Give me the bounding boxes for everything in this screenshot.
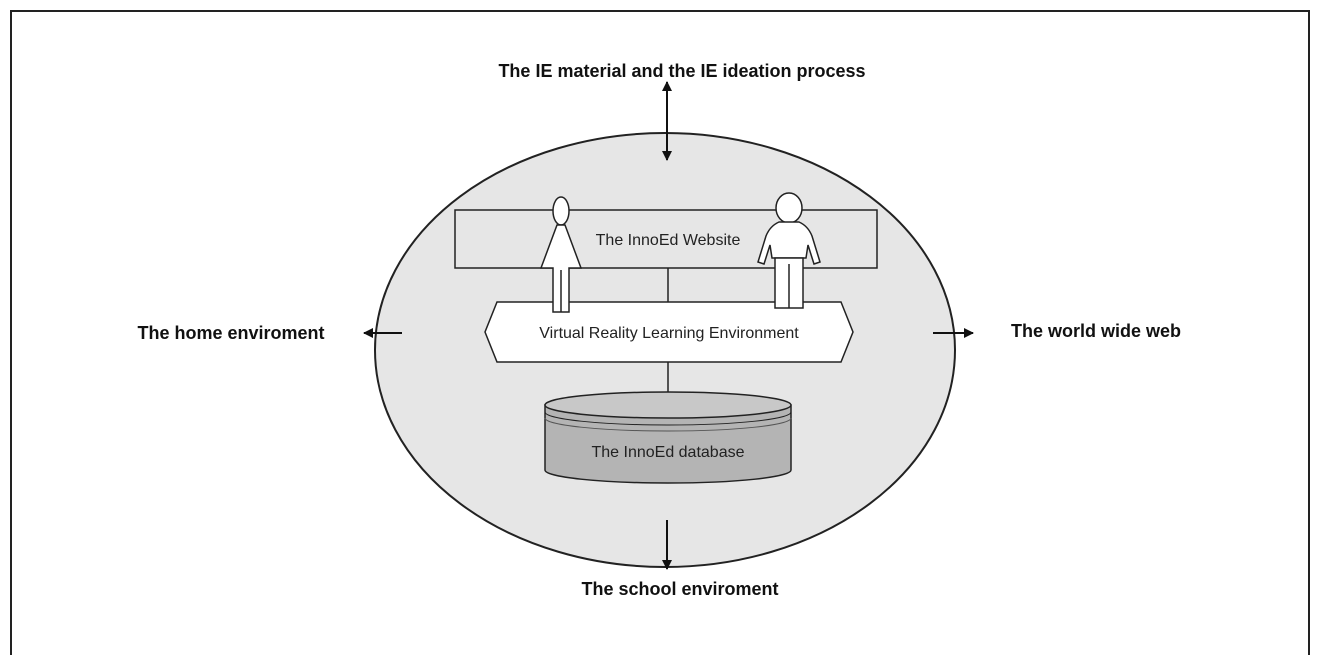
page-frame	[10, 10, 1310, 655]
right-label: The world wide web	[1011, 321, 1181, 341]
male-user-figure	[757, 192, 821, 309]
top-label: The IE material and the IE ideation proc…	[498, 61, 865, 81]
database-top	[544, 391, 792, 419]
database-body	[544, 404, 792, 484]
vrle-hexagon	[484, 301, 854, 363]
database-cylinder	[544, 391, 792, 484]
database-band-2	[544, 417, 792, 432]
left-label: The home enviroment	[137, 323, 324, 343]
bottom-label: The school enviroment	[581, 579, 778, 599]
database-label: The InnoEd database	[591, 444, 744, 461]
female-user-figure	[539, 196, 583, 313]
database-band	[544, 411, 792, 426]
website-label: The InnoEd Website	[596, 232, 741, 249]
vrle-label: Virtual Reality Learning Environment	[539, 325, 799, 342]
